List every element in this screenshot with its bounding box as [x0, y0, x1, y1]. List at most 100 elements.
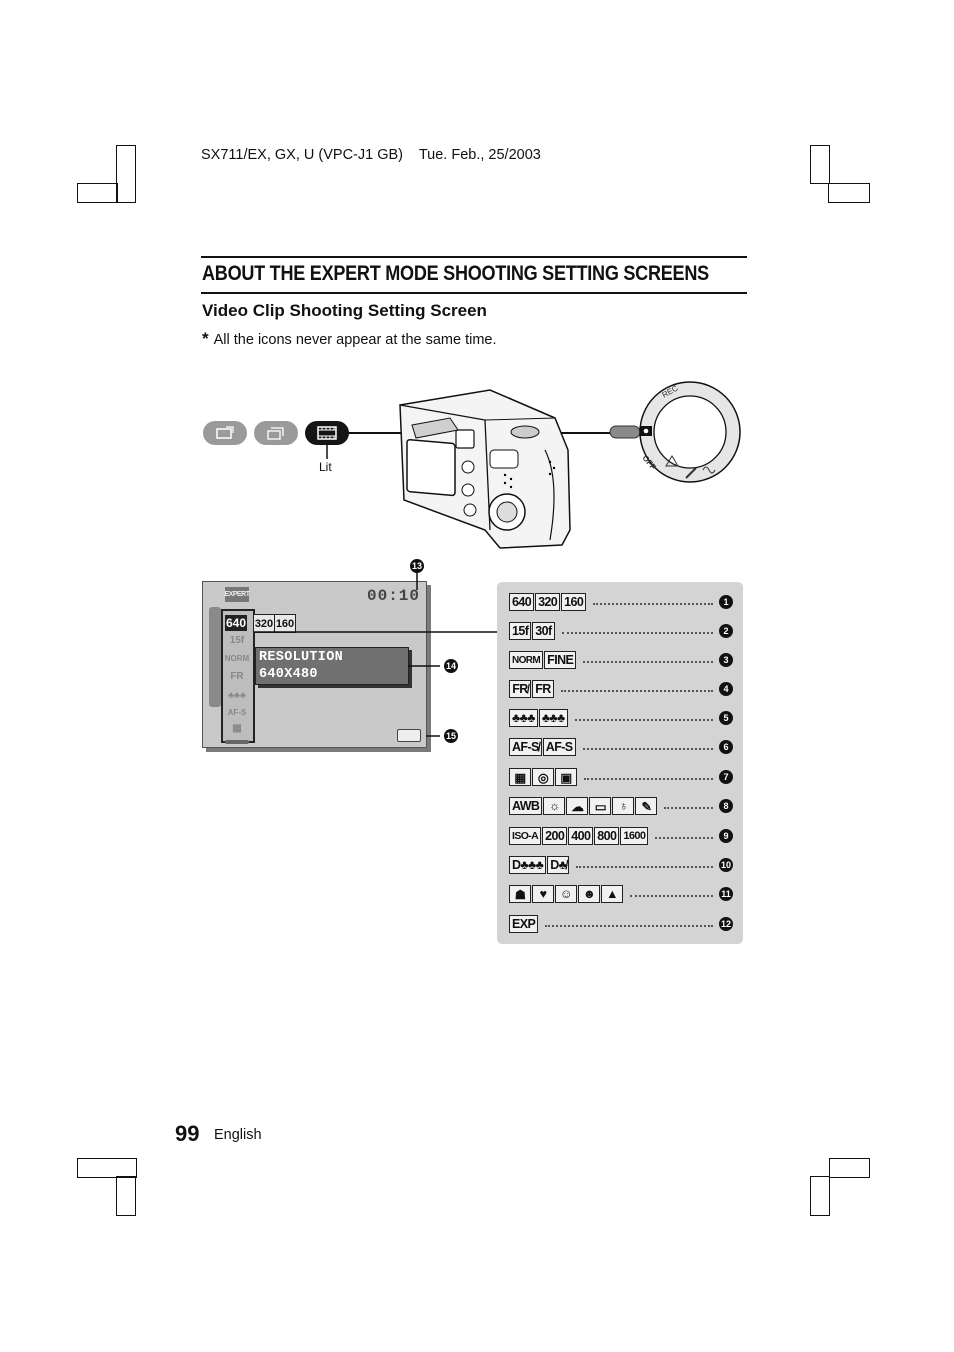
- legend-row-5: ♣♣♣ ♣♣♣ 5: [509, 708, 733, 728]
- dot-leader: [582, 740, 713, 750]
- dot-leader: [583, 653, 713, 663]
- legend-number: 6: [719, 740, 733, 754]
- crop-mark-top-right-h: [828, 183, 870, 203]
- icon-iso-800: 800: [594, 827, 620, 845]
- recording-time: 00:10: [366, 587, 420, 605]
- legend-row-3: NORM FINE 3: [509, 650, 733, 670]
- icon-sunny: ☼: [543, 797, 566, 815]
- info-title: RESOLUTION: [259, 650, 344, 665]
- crop-mark-bottom-left: [77, 1158, 137, 1178]
- legend-number: 3: [719, 653, 733, 667]
- dot-leader: [561, 682, 713, 692]
- fr-icon[interactable]: FR: [230, 671, 244, 682]
- icon-iso-1600: 1600: [620, 827, 649, 845]
- icon-160: 160: [561, 593, 587, 611]
- dot-leader: [574, 711, 713, 721]
- icon-incandescent: ♁: [612, 797, 635, 815]
- crop-mark-top-right: [810, 145, 830, 184]
- dot-leader: [576, 858, 713, 868]
- scroll-down-arrow: [225, 740, 249, 744]
- legend-row-2: 15f 30f 2: [509, 621, 733, 641]
- icon-one-push: ✎: [635, 797, 658, 815]
- info-value: 640X480: [259, 667, 318, 682]
- icon-af-s: AF-S: [542, 738, 576, 756]
- callout-15: 15: [444, 729, 458, 743]
- section-title: ABOUT THE EXPERT MODE SHOOTING SETTING S…: [202, 262, 709, 285]
- legend-row-6: AF-S̸ AF-S 6: [509, 737, 733, 757]
- legend-row-10: D♣♣♣ D♣̸ 10: [509, 855, 733, 875]
- legend-row-8: AWB ☼ ☁ ▭ ♁ ✎ 8: [509, 796, 733, 816]
- sequential-shot-icon: [267, 427, 284, 440]
- icon-iso-auto: ISO-A: [509, 827, 542, 845]
- title-rule-bottom: [201, 292, 747, 294]
- icon-spot-metering: ▣: [555, 768, 577, 786]
- video-mode-lamp: [305, 421, 349, 445]
- icon-640: 640: [509, 593, 535, 611]
- dot-leader: [545, 917, 713, 927]
- icon-focus-range-b: ♣♣♣: [538, 709, 568, 727]
- icon-15f: 15f: [509, 622, 532, 640]
- icon-focus-range-a: ♣♣♣: [509, 709, 538, 727]
- callout-14: 14: [444, 659, 458, 673]
- subsection-title: Video Clip Shooting Setting Screen: [202, 301, 487, 320]
- expert-badge: EXPERT: [225, 587, 250, 602]
- crop-mark-bottom-left-v: [116, 1176, 136, 1216]
- mode-dial: REC OFF: [609, 381, 741, 483]
- icon-iso-400: 400: [568, 827, 594, 845]
- icon-digital-zoom-b: D♣̸: [547, 856, 570, 874]
- page-language: English: [214, 1127, 262, 1143]
- af-mode-icon[interactable]: AF-S: [227, 708, 247, 717]
- metering-icon[interactable]: ▦: [232, 723, 242, 734]
- legend-row-4: FR̸ FR 4: [509, 679, 733, 699]
- icon-scene-c: ☺: [555, 885, 577, 903]
- focus-range-icon[interactable]: ♣♣♣: [228, 689, 246, 700]
- icon-scene-b: ♥: [532, 885, 554, 903]
- res-option-640[interactable]: 640: [225, 615, 247, 631]
- icon-scene-e: ▲: [601, 885, 623, 903]
- sequential-mode-lamp: [254, 421, 298, 445]
- legend-row-1: 640 320 160 1: [509, 592, 733, 612]
- film-icon: [317, 426, 337, 440]
- icon-digital-zoom-a: D♣♣♣: [509, 856, 547, 874]
- legend-number: 2: [719, 624, 733, 638]
- icon-af-s-off: AF-S̸: [509, 738, 542, 756]
- page-number: 99: [175, 1121, 200, 1146]
- icon-cloudy: ☁: [566, 797, 589, 815]
- legend-row-9: ISO-A 200 400 800 1600 9: [509, 826, 733, 846]
- legend-row-12: EXP 12: [509, 914, 733, 934]
- note: *All the icons never appear at the same …: [202, 329, 497, 349]
- legend-number: 9: [719, 829, 733, 843]
- icon-fine: FINE: [544, 651, 577, 669]
- resolution-info-box: RESOLUTION 640X480: [255, 647, 409, 685]
- legend-number: 10: [719, 858, 733, 872]
- note-asterisk: *: [202, 329, 209, 348]
- legend-number: 1: [719, 595, 733, 609]
- dot-leader: [655, 829, 713, 839]
- menu-column: [221, 609, 255, 743]
- note-text: All the icons never appear at the same t…: [213, 332, 497, 348]
- lit-label: Lit: [319, 460, 332, 474]
- frame-rate-icon[interactable]: 15f: [229, 635, 245, 646]
- icon-320: 320: [535, 593, 561, 611]
- icon-norm: NORM: [509, 651, 544, 669]
- icon-30f: 30f: [532, 622, 555, 640]
- dot-leader: [584, 770, 713, 780]
- icon-fr-off: FR̸: [509, 680, 531, 698]
- dot-leader: [593, 595, 713, 605]
- battery-icon: [397, 729, 421, 742]
- callout-13: 13: [410, 559, 424, 573]
- legend-row-7: ▦ ◎ ▣ 7: [509, 767, 733, 787]
- icon-multi-metering: ▦: [509, 768, 531, 786]
- icon-center-metering: ◎: [532, 768, 554, 786]
- still-mode-lamp: [203, 421, 247, 445]
- icon-awb: AWB: [509, 797, 543, 815]
- legend-number: 5: [719, 711, 733, 725]
- title-rule-top: [201, 256, 747, 258]
- icon-iso-200: 200: [542, 827, 568, 845]
- side-scroll-bar: [209, 607, 221, 707]
- legend-number: 7: [719, 770, 733, 784]
- still-image-icon: [216, 426, 234, 439]
- legend-number: 8: [719, 799, 733, 813]
- quality-icon[interactable]: NORM: [224, 654, 250, 663]
- crop-mark-top-left: [116, 145, 136, 203]
